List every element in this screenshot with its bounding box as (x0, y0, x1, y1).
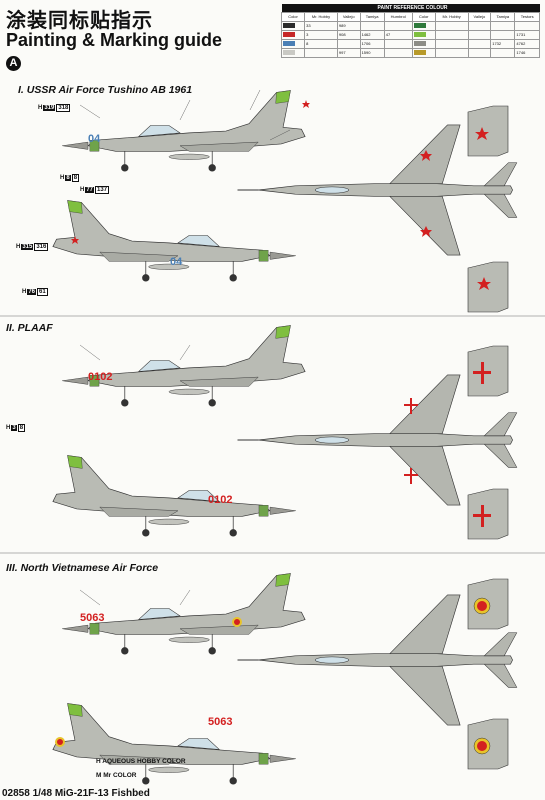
side-code: 0102 (208, 494, 233, 506)
side-code: 04 (88, 133, 101, 145)
color-swatch (413, 41, 426, 47)
side-code: 5063 (80, 612, 105, 624)
section-title-ussr: I. USSR Air Force Tushino AB 1961 (18, 84, 193, 96)
color-swatch (283, 41, 295, 47)
table-cell (490, 48, 516, 58)
color-swatch (283, 23, 295, 29)
table-row: 997 1590 1746 (280, 48, 540, 58)
page-title: Painting & Marking guide (6, 30, 223, 50)
section-title-plaaf: II. PLAAF (6, 322, 53, 334)
paint-table-caption: PAINT REFERENCE COLOUR (281, 4, 540, 12)
paint-reference-table: PAINT REFERENCE COLOUR Color Mr. Hobby V… (280, 4, 540, 58)
color-swatch (413, 23, 426, 29)
paint-table-header: Color Mr. Hobby Vallejo Tamiya Humbrol C… (280, 12, 540, 22)
table-cell (304, 48, 338, 58)
color-swatch (283, 50, 295, 56)
side-code: 04 (170, 256, 183, 268)
side-code: 0102 (88, 371, 113, 383)
table-row: 8 1706 1732 4762 (280, 39, 540, 49)
color-swatch (283, 32, 295, 38)
side-code: 5063 (208, 716, 233, 728)
table-cell: 1590 (359, 48, 385, 58)
legend-aqueous: H AQUEOUS HOBBY COLOR (96, 758, 186, 765)
color-swatch (413, 50, 426, 56)
color-swatch (413, 32, 426, 38)
section-title-nvaf: III. North Vietnamese Air Force (6, 562, 159, 574)
legend-mr-color: M Mr COLOR (96, 772, 137, 779)
title-chinese: 涂装同标贴指示 (6, 10, 153, 32)
table-cell: 1746 (514, 48, 540, 58)
scheme-badge: A (6, 56, 21, 71)
table-cell (434, 48, 469, 58)
footer-product-code: 02858 1/48 MiG-21F-13 Fishbed (2, 788, 150, 799)
